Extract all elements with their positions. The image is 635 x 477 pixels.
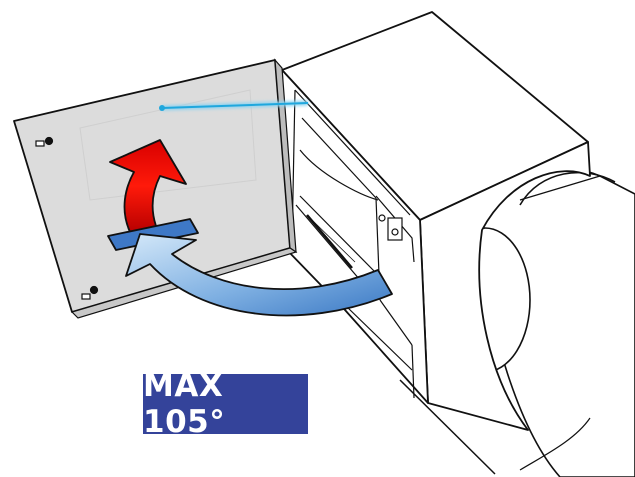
indicator-line — [159, 100, 309, 111]
max-angle-badge: MAX 105° — [143, 368, 308, 440]
door-hinge-icon — [35, 136, 99, 300]
floor-line — [399, 379, 496, 475]
cabinet-body — [281, 11, 591, 431]
cabinet-interior — [291, 89, 415, 399]
open-direction-arrow-icon — [109, 139, 187, 233]
swing-direction-arrow-icon — [107, 218, 393, 317]
